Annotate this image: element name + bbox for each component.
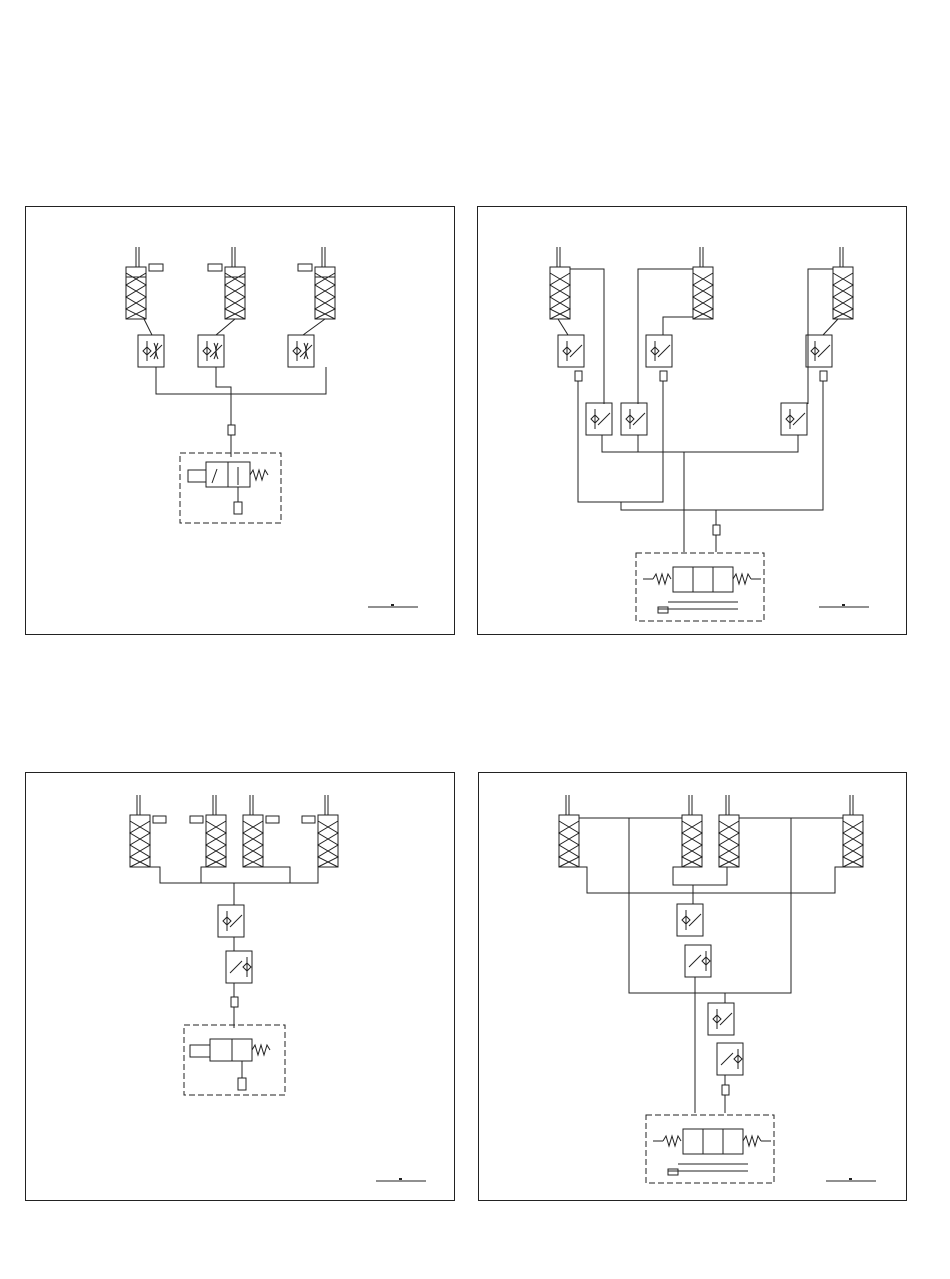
circuit-panel-double-acting-three [477, 206, 907, 635]
flow-control-valve-icon [717, 1043, 743, 1075]
pneumatic-circuit-diagram-4 [479, 773, 908, 1202]
cylinder-icon [243, 795, 263, 867]
exhaust-muffler-icon [208, 264, 222, 271]
flow-control-valve-icon [621, 403, 647, 435]
flow-control-valve-icon [677, 904, 703, 936]
exhaust-muffler-icon [153, 816, 166, 823]
flow-control-valve-icon [288, 335, 314, 367]
cylinder-icon [559, 795, 579, 867]
flow-control-valve-icon [138, 335, 164, 367]
spring-icon [743, 1136, 761, 1146]
circuit-panel-double-acting-four [478, 772, 907, 1201]
cylinder-icon [318, 795, 338, 867]
filter-icon [722, 1085, 729, 1095]
spring-icon [250, 470, 268, 480]
exhaust-muffler-icon [266, 816, 279, 823]
cylinder-icon [315, 247, 335, 319]
cylinder-icon [843, 795, 863, 867]
cylinder-icon [719, 795, 739, 867]
flow-control-valve-icon [708, 1003, 734, 1035]
pneumatic-circuit-diagram-2 [478, 207, 908, 636]
cylinder-icon [126, 247, 146, 319]
cylinder-icon [130, 795, 150, 867]
exhaust-muffler-icon [298, 264, 312, 271]
flow-control-valve-icon [558, 335, 584, 367]
cylinder-icon [550, 247, 570, 319]
flow-control-valve-icon [198, 335, 224, 367]
solenoid-valve-icon [184, 1025, 285, 1095]
exhaust-muffler-icon [302, 816, 315, 823]
solenoid-valve-icon [636, 553, 764, 621]
pneumatic-circuit-diagram-1 [26, 207, 456, 636]
cylinder-icon [225, 247, 245, 319]
filter-icon [228, 425, 235, 435]
flow-control-valve-icon [218, 905, 244, 937]
solenoid-valve-icon [180, 453, 281, 523]
flow-control-valve-icon [781, 403, 807, 435]
filter-icon [575, 371, 582, 381]
cylinder-icon [682, 795, 702, 867]
cylinder-icon [833, 247, 853, 319]
filter-icon [820, 371, 827, 381]
exhaust-muffler-icon [238, 1078, 246, 1090]
exhaust-muffler-icon [658, 607, 668, 613]
flow-control-valve-icon [685, 945, 711, 977]
cylinder-icon [693, 247, 713, 319]
cylinder-icon [206, 795, 226, 867]
flow-control-valve-icon [806, 335, 832, 367]
filter-icon [231, 997, 238, 1007]
solenoid-valve-icon [646, 1115, 774, 1183]
exhaust-muffler-icon [190, 816, 203, 823]
filter-icon [660, 371, 667, 381]
spring-icon [252, 1045, 270, 1055]
flow-control-valve-icon [586, 403, 612, 435]
spring-icon [653, 574, 671, 584]
spring-icon [733, 574, 751, 584]
exhaust-muffler-icon [234, 502, 242, 514]
circuit-panel-single-acting-three [25, 206, 455, 635]
exhaust-muffler-icon [668, 1169, 678, 1175]
flow-control-valve-icon [646, 335, 672, 367]
filter-icon [713, 525, 720, 535]
spring-icon [663, 1136, 681, 1146]
circuit-panel-single-acting-four [25, 772, 455, 1201]
flow-control-valve-icon [226, 951, 252, 983]
exhaust-muffler-icon [149, 264, 163, 271]
pneumatic-circuit-diagram-3 [26, 773, 456, 1202]
